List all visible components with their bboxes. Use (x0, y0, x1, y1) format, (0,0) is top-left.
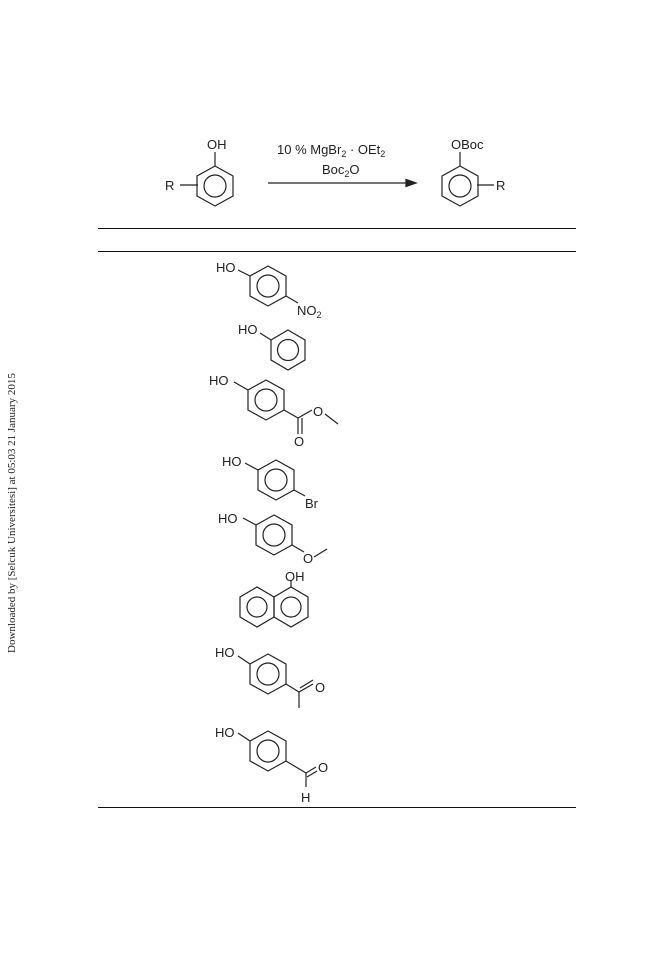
substrate-4-hydroxybenzaldehyde: HO O H (215, 725, 328, 805)
substrate-label: O (318, 760, 328, 775)
substrate-label: O (303, 551, 313, 566)
reaction-scheme: OH R 10 % MgBr2 · OEt2 Boc2O OBoc R (165, 137, 505, 207)
substrate-4-methoxyphenol: HO O (218, 511, 328, 566)
substrate-label: HO (222, 454, 242, 469)
substrate-label: Br (305, 496, 319, 511)
reactant-r-label: R (165, 178, 174, 193)
product-r-label: R (496, 178, 505, 193)
substrate-4-nitrophenol: HO NO2 (216, 260, 322, 320)
substrate-label: HO (215, 725, 235, 740)
substrate-label: HO (238, 322, 258, 337)
table-bottom-rule (98, 807, 576, 808)
substrate-4-bromophenol: HO Br (222, 454, 319, 511)
product-boc-ether: OBoc R (441, 137, 505, 207)
substrate-label: O (294, 434, 304, 449)
substrate-label: O (315, 680, 325, 695)
substrate-label: HO (215, 645, 235, 660)
substrate-1-naphthol: OH (239, 569, 309, 628)
reagent-label: Boc2O (322, 162, 360, 179)
reactant-phenol: OH R (165, 137, 234, 207)
substrate-4-hydroxyacetophenone: HO O (215, 645, 325, 708)
table-header-rule (98, 251, 576, 252)
substrate-label: NO2 (297, 303, 322, 320)
product-oboc-label: OBoc (451, 137, 484, 152)
substrate-label: H (301, 790, 310, 805)
catalyst-label: 10 % MgBr2 · OEt2 (277, 142, 385, 159)
substrate-label: HO (209, 373, 229, 388)
substrate-label: HO (218, 511, 238, 526)
substrate-phenol: HO (238, 322, 306, 371)
reactant-oh-label: OH (207, 137, 227, 152)
substrate-label: O (313, 404, 323, 419)
substrate-methyl-4-hydroxybenzoate: HO O O (209, 373, 339, 449)
reaction-conditions: 10 % MgBr2 · OEt2 Boc2O (268, 142, 418, 188)
substrate-label: HO (216, 260, 236, 275)
substrate-label: OH (285, 569, 305, 584)
table-top-rule (98, 228, 576, 229)
